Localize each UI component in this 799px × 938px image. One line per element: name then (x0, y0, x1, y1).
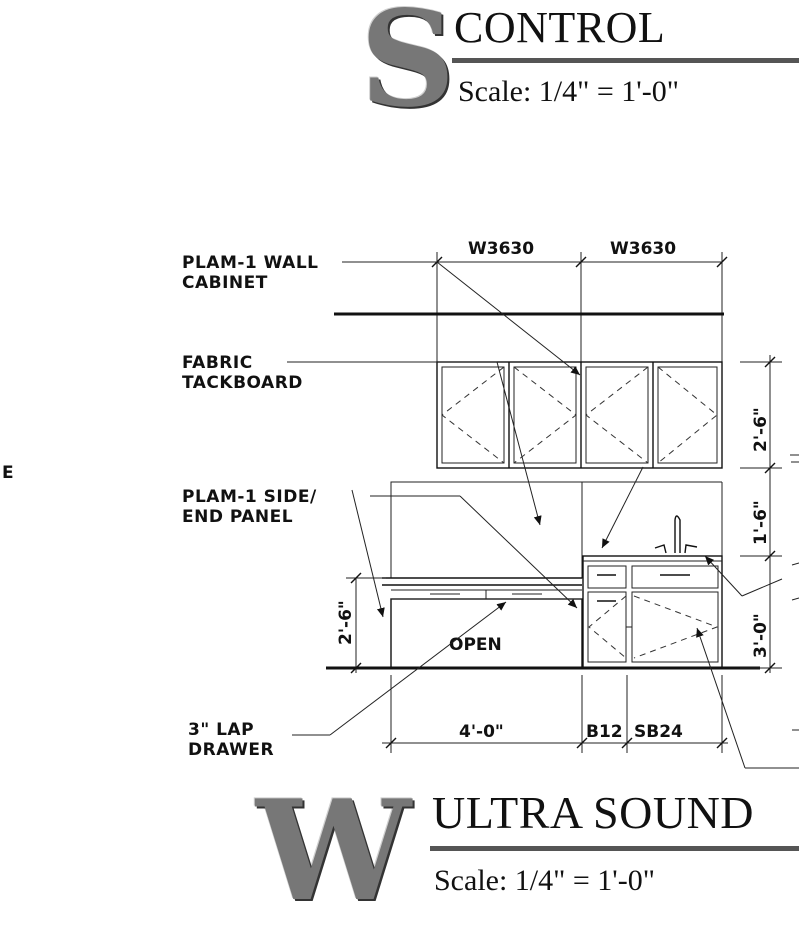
callout-lap-drawer-1: 3" LAP (188, 720, 254, 740)
section-letter-s: S (360, 0, 456, 137)
top-dimension-string: W3630 W3630 (431, 239, 728, 370)
dim-counter-height: 2'-6" (336, 600, 356, 645)
dim-open-width: 4'-0" (459, 722, 504, 742)
open-label: OPEN (449, 635, 502, 655)
ultra-sound-scale: Scale: 1/4" = 1'-0" (434, 864, 655, 897)
sink-base-cabinets (582, 515, 723, 669)
bottom-title-block: W ULTRA SOUND Scale: 1/4" = 1'-0" (256, 782, 799, 938)
dim-label-w3630-right: W3630 (610, 239, 676, 259)
control-title: CONTROL (454, 3, 666, 52)
dim-b12: B12 (586, 722, 623, 742)
callout-wall-cabinet-2: CABINET (182, 273, 268, 293)
section-letter-w: W (256, 769, 411, 932)
control-scale: Scale: 1/4" = 1'-0" (458, 75, 679, 108)
left-dimension: 2'-6" (336, 572, 386, 674)
callout-side-panel-2: END PANEL (182, 507, 293, 527)
callout-tackboard-1: FABRIC (182, 353, 253, 373)
leader-lines (287, 261, 799, 769)
callout-labels: PLAM-1 WALL CABINET FABRIC TACKBOARD PLA… (182, 253, 318, 760)
upper-wall-cabinets (436, 361, 723, 469)
control-title-rule (452, 58, 799, 63)
cabinet-elevation-drawing: E W3630 W3630 (2, 239, 799, 769)
dim-base-height: 3'-0" (751, 613, 771, 658)
dim-label-w3630-left: W3630 (468, 239, 534, 259)
open-knee-space: OPEN (382, 577, 583, 669)
dim-sb24: SB24 (634, 722, 683, 742)
top-title-block: S CONTROL Scale: 1/4" = 1'-0" (360, 0, 799, 126)
callout-tackboard-2: TACKBOARD (182, 373, 303, 393)
margin-fragment-left: E (2, 463, 14, 483)
callout-wall-cabinet-1: PLAM-1 WALL (182, 253, 318, 273)
callout-lap-drawer-2: DRAWER (188, 740, 274, 760)
dim-backsplash-height: 1'-6" (751, 500, 771, 545)
bottom-dimension-string: 4'-0" B12 SB24 (382, 675, 728, 753)
ultra-sound-title-rule (430, 846, 799, 851)
callout-side-panel-1: PLAM-1 SIDE/ (182, 487, 317, 507)
dim-upper-cabinet-height: 2'-6" (751, 407, 771, 452)
right-dimension-string: 2'-6" 1'-6" 3'-0" (740, 355, 799, 731)
ultra-sound-title: ULTRA SOUND (432, 787, 755, 838)
